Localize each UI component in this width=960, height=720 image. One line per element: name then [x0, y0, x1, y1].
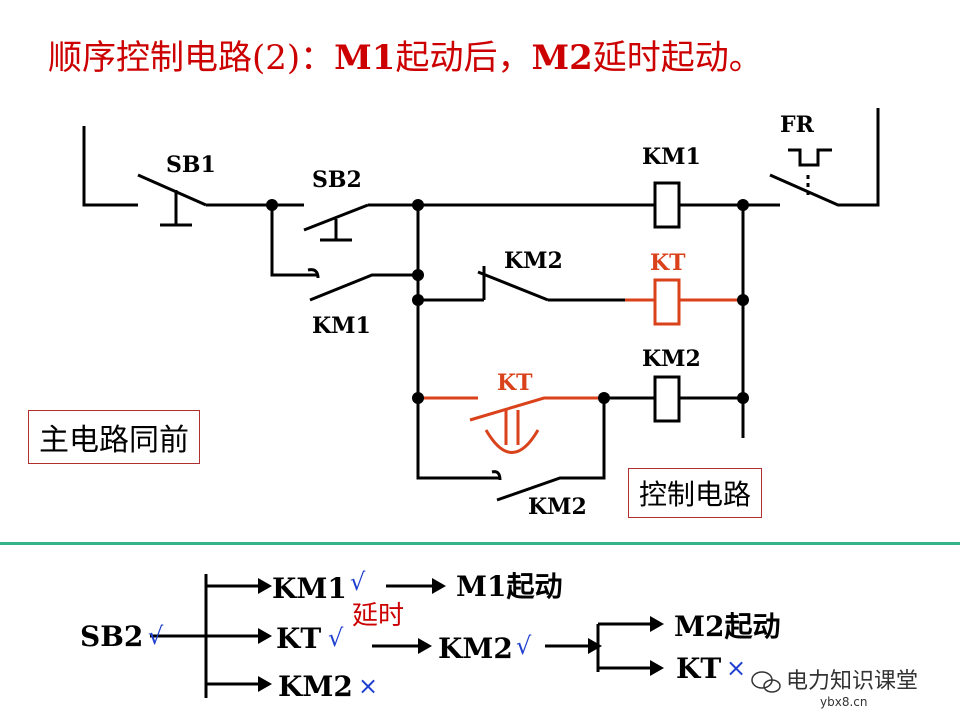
- seq-km2-x: KM2: [278, 670, 353, 703]
- seq-km1-mark: √: [350, 568, 366, 596]
- seq-km2-mark: √: [516, 632, 532, 660]
- arrowhead: [588, 638, 602, 654]
- arrowhead: [258, 578, 272, 594]
- main-circuit-note: 主电路同前: [28, 410, 200, 464]
- km2-coil: [653, 375, 681, 423]
- junction-dot: [737, 199, 749, 211]
- seq-kt: KT: [276, 622, 321, 655]
- km2-no-hook: [491, 470, 502, 481]
- junction-dot: [737, 392, 749, 404]
- kt-coil: [653, 278, 681, 326]
- circuit-wiring: [82, 108, 880, 502]
- kt-elements: [418, 278, 743, 454]
- kt-contact-label: KT: [497, 370, 533, 396]
- rung4-left-wire: [416, 470, 500, 480]
- section-divider: [0, 542, 960, 545]
- title-m1: M1: [334, 38, 396, 78]
- seq-kt-off: KT: [676, 652, 721, 685]
- junction-dot: [412, 294, 424, 306]
- arrowhead: [258, 628, 272, 644]
- watermark-name: 电力知识课堂: [786, 669, 918, 694]
- arrowhead: [650, 616, 664, 632]
- sequence-arrows: [150, 574, 650, 698]
- page-title: 顺序控制电路(2)：M1起动后，M2延时起动。: [48, 30, 763, 79]
- watermark-site: ybx8.cn: [820, 695, 867, 709]
- junction-dot: [412, 199, 424, 211]
- seq-sb2: SB2: [80, 620, 143, 653]
- arrowheads: [258, 578, 664, 692]
- seq-sb2-mark: √: [148, 622, 164, 650]
- junction-dot: [412, 269, 424, 281]
- seq-km1: KM1: [272, 572, 347, 605]
- left-rail-wire: [82, 126, 138, 207]
- km1-contact-blade: [309, 273, 418, 302]
- wechat-icon-bubble: [763, 679, 781, 693]
- arrowhead: [418, 638, 432, 654]
- km1-coil-label: KM1: [642, 144, 701, 170]
- control-circuit-note: 控制电路: [628, 468, 763, 518]
- junction-dot: [412, 392, 424, 404]
- sb1-button-actuator: [160, 190, 192, 227]
- junction-dot: [266, 199, 278, 211]
- title-mid: 起动后，: [395, 38, 532, 78]
- sb1-contact-blade: [137, 173, 207, 207]
- fr-label: FR: [780, 112, 815, 138]
- title-m2: M2: [531, 38, 593, 78]
- kt-contact-stem: [504, 410, 520, 445]
- km1-holding-wire-left: [270, 205, 318, 277]
- km2-coil-label: KM2: [642, 346, 701, 372]
- km2-no-blade: [496, 398, 606, 502]
- fr-contact-and-right-rail: [769, 108, 880, 207]
- seq-km2: KM2: [438, 632, 513, 665]
- seq-m2-start: M2起动: [674, 610, 780, 643]
- arrowhead: [258, 676, 272, 692]
- fr-thermal-element: [788, 148, 832, 167]
- kt-delay-arc: [484, 429, 540, 454]
- kt-contact-blade: [469, 396, 604, 422]
- kt-coil-label: KT: [650, 250, 686, 276]
- watermark: 电力知识课堂 ybx8.cn: [751, 669, 918, 709]
- sb2-button-actuator: [320, 219, 352, 242]
- seq-kt-mark: √: [328, 624, 344, 652]
- seq-km2-x-mark: ×: [358, 672, 378, 700]
- junction-dot: [598, 392, 610, 404]
- sb1-label: SB1: [166, 152, 216, 178]
- km1-coil: [653, 181, 681, 229]
- km2-no-contact-label: KM2: [528, 494, 587, 520]
- km1-contact-hook: [307, 268, 320, 279]
- title-prefix: 顺序控制电路(2)：: [48, 38, 335, 78]
- arrowhead: [650, 660, 664, 676]
- seq-m1-start: M1起动: [456, 570, 562, 603]
- km2-nc-blade: [477, 270, 549, 302]
- sb2-label: SB2: [312, 167, 362, 193]
- sb2-contact-blade: [303, 203, 369, 232]
- arrowhead: [432, 578, 446, 594]
- km1-contact-label: KM1: [312, 313, 371, 339]
- seq-delay: 延时: [352, 601, 404, 631]
- km2-nc-contact-label: KM2: [504, 248, 563, 274]
- title-suffix: 延时起动。: [592, 38, 763, 78]
- junction-dot: [737, 294, 749, 306]
- seq-kt-off-mark: ×: [726, 654, 746, 682]
- junction-dots: [266, 199, 749, 404]
